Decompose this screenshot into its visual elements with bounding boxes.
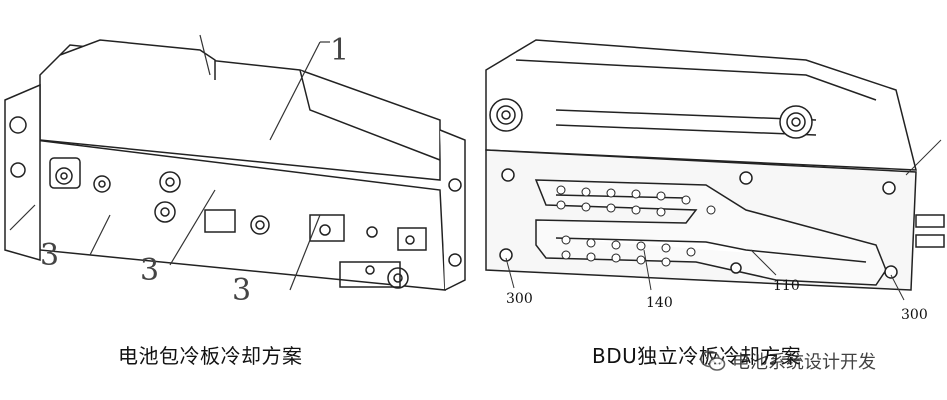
callout-label-300-right: 300 [901, 307, 928, 323]
bdu-cold-plate-drawing: 300 140 110 300 [485, 39, 945, 323]
right-figure: 300 140 110 300 [476, 0, 947, 330]
callout-label-140: 140 [646, 295, 673, 311]
callout-label-3b: 3 [140, 253, 159, 288]
callout-label-110: 110 [773, 278, 800, 294]
callout-label-300-left: 300 [506, 291, 533, 307]
watermark: 电池系统设计开发 [700, 348, 876, 374]
callout-label-3a: 3 [40, 238, 59, 273]
wechat-icon [700, 350, 726, 371]
battery-pack-drawing: 1 3 3 3 [4, 33, 466, 308]
right-figure-caption: BDU独立冷板冷却方案 [592, 344, 802, 368]
left-figure: 1 3 3 3 [0, 0, 468, 330]
left-figure-caption: 电池包冷板冷却方案 [118, 344, 303, 368]
watermark-text: 电池系统设计开发 [732, 352, 876, 373]
callout-label-3c: 3 [232, 273, 251, 308]
callout-label-1: 1 [330, 33, 349, 68]
